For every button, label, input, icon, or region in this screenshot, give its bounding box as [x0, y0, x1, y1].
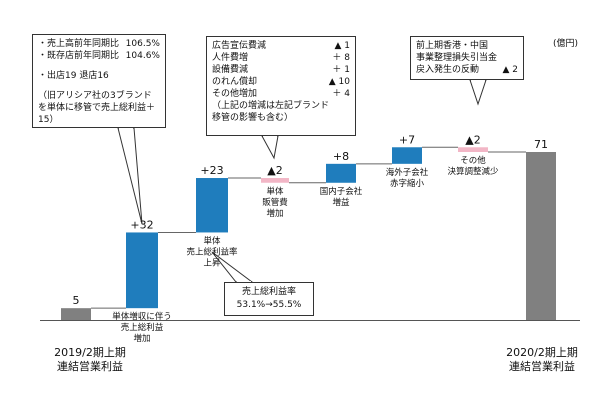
expense-value: ▲ 10 — [328, 77, 350, 87]
start-label-line2: 連結営業利益 — [57, 360, 123, 373]
bar-caption: 単体 — [266, 186, 284, 197]
bar-caption: 増加 — [266, 208, 283, 219]
bar-caption: 赤字縮小 — [390, 178, 425, 189]
waterfall-bar — [326, 163, 356, 183]
waterfall-bar — [458, 147, 488, 152]
expense-label: 設備費減 — [212, 65, 249, 75]
bar-caption: その他 — [460, 155, 486, 166]
bar-caption: 増加 — [133, 333, 150, 344]
expense-note-line2: 移管の影響も含む） — [212, 113, 294, 123]
existing-store-label: ・既存店前年同期比 — [38, 51, 120, 61]
hongkong-last-row: 戻入発生の反動 ▲ 2 — [416, 64, 518, 76]
expenses-callout: 広告宣伝費減 ▲ 1 人件費増 ＋ 8 設備費減 ＋ 1 のれん償却 ▲ 10 … — [206, 36, 356, 136]
expenses-callout-pointer — [261, 135, 279, 160]
waterfall-bar — [526, 152, 556, 320]
brand-note-line1: （旧アリシア社の3ブランド — [38, 91, 152, 101]
bar-value-label: 71 — [534, 138, 548, 151]
bar-caption: 増益 — [332, 197, 350, 208]
waterfall-bar — [261, 178, 289, 183]
brand-note-line2: を単体に移管で売上総利益＋15） — [38, 103, 156, 125]
bar-value-label: 5 — [73, 294, 80, 307]
hongkong-callout: 前上期香港・中国 事業整理損失引当金 戻入発生の反動 ▲ 2 — [410, 36, 524, 80]
expense-value: ＋ 8 — [332, 53, 350, 63]
bar-caption: 売上総利益率 — [186, 246, 238, 257]
bar-caption: 売上総利益 — [121, 322, 164, 333]
bar-value-label: +32 — [130, 218, 153, 231]
sales-row: ・売上高前年同期比 106.5% — [38, 38, 160, 50]
existing-store-value: 104.6% — [125, 51, 160, 61]
start-label-line1: 2019/2期上期 — [54, 346, 126, 359]
store-count: ・出店19 退店16 — [38, 71, 109, 81]
expense-label: 人件費増 — [212, 53, 249, 63]
sales-row-label: ・売上高前年同期比 — [38, 39, 120, 49]
expense-row: その他増加 ＋ 4 — [212, 88, 350, 100]
bar-value-label: +8 — [333, 150, 349, 163]
bar-caption: 決算調整減少 — [447, 166, 499, 177]
hongkong-callout-pointer — [469, 79, 487, 106]
sales-callout-pointer — [117, 127, 143, 225]
expense-value: ▲ 1 — [334, 41, 350, 51]
bar-caption: 単体増収に伴う — [112, 311, 172, 322]
bar-value-label: +7 — [399, 133, 415, 146]
margin-value: 53.1%→55.5% — [236, 300, 302, 310]
start-label: 2019/2期上期 連結営業利益 — [40, 346, 140, 374]
expense-label: 広告宣伝費減 — [212, 41, 267, 51]
bar-caption: 国内子会社 — [320, 186, 363, 197]
unit-label: (億円) — [553, 39, 579, 49]
end-label: 2020/2期上期 連結営業利益 — [492, 346, 592, 374]
sales-row-value: 106.5% — [125, 39, 160, 49]
hongkong-line3: 戻入発生の反動 — [416, 65, 480, 75]
bar-caption: 海外子会社 — [386, 167, 429, 178]
hongkong-value: ▲ 2 — [502, 65, 518, 75]
margin-title: 売上総利益率 — [241, 287, 296, 297]
bar-caption: 単体 — [203, 235, 221, 246]
waterfall-bar — [61, 308, 91, 320]
bar-value-label: ▲2 — [267, 164, 282, 177]
expense-note-line1: （上記の増減は左記ブランド — [212, 101, 330, 111]
expense-label: のれん償却 — [212, 77, 258, 87]
expense-row: のれん償却 ▲ 10 — [212, 76, 350, 88]
margin-callout: 売上総利益率 53.1%→55.5% — [224, 282, 314, 316]
expense-value: ＋ 4 — [332, 89, 350, 99]
waterfall-bar — [196, 178, 228, 233]
existing-store-row: ・既存店前年同期比 104.6% — [38, 50, 160, 62]
bar-value-label: ▲2 — [465, 133, 480, 146]
waterfall-bar — [392, 147, 422, 164]
expense-label: その他増加 — [212, 89, 258, 99]
sales-callout: ・売上高前年同期比 106.5% ・既存店前年同期比 104.6% ・出店19 … — [32, 34, 166, 128]
bar-caption: 販管費 — [262, 197, 288, 208]
end-label-line2: 連結営業利益 — [509, 360, 575, 373]
expense-row: 広告宣伝費減 ▲ 1 — [212, 40, 350, 52]
expense-row: 人件費増 ＋ 8 — [212, 52, 350, 64]
hongkong-line2: 事業整理損失引当金 — [416, 53, 498, 63]
bar-caption: 上昇 — [203, 258, 221, 268]
bar-value-label: +23 — [200, 164, 223, 177]
hongkong-line1: 前上期香港・中国 — [416, 41, 489, 51]
waterfall-bar — [126, 232, 158, 309]
expense-row: 設備費減 ＋ 1 — [212, 64, 350, 76]
expense-value: ＋ 1 — [332, 65, 350, 75]
end-label-line1: 2020/2期上期 — [506, 346, 578, 359]
